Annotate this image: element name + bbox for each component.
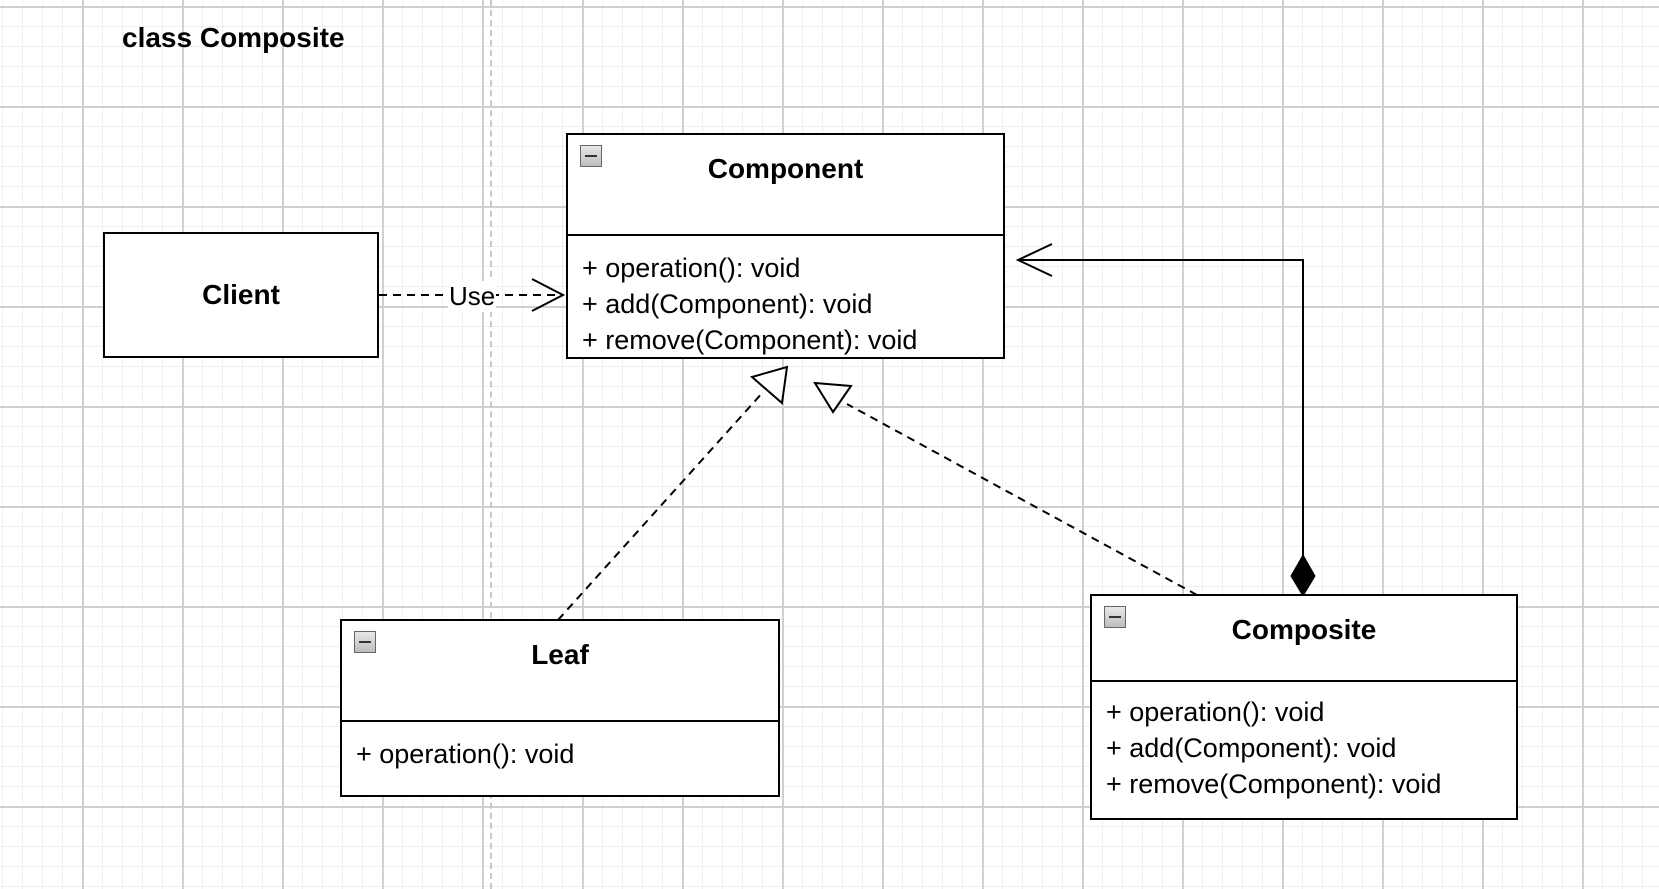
collapse-minus-icon[interactable] [580,145,602,167]
composite-diamond [1290,553,1316,597]
component-operation: + add(Component): void [582,289,873,319]
leaf-realization-arrowhead [749,365,789,405]
diagram-title: class Composite [122,22,345,53]
leaf-operation: + operation(): void [356,739,575,769]
component-class-box[interactable]: Component + operation(): void + add(Comp… [566,133,1005,359]
use-label: Use [448,281,497,312]
composite-operation: + remove(Component): void [1106,769,1442,799]
component-class-header: Component [568,135,1003,236]
composite-class-name: Composite [1231,614,1377,645]
leaf-class-box[interactable]: Leaf + operation(): void [340,619,780,797]
client-class-box[interactable]: Client [103,232,379,358]
composite-aggregation-line [1018,259,1304,560]
component-class-name: Component [707,153,864,184]
composite-realization-line [846,403,1198,596]
leaf-realization-line [557,390,765,621]
composite-class-box[interactable]: Composite + operation(): void + add(Comp… [1090,594,1518,820]
client-class-name: Client [202,279,280,310]
collapse-minus-icon[interactable] [1104,606,1126,628]
composite-realization-arrowhead [813,381,853,414]
composite-aggregation-arrowhead [1015,243,1053,277]
component-operations: + operation(): void + add(Component): vo… [568,236,1003,358]
leaf-class-name: Leaf [531,639,589,670]
composite-operation: + operation(): void [1106,697,1325,727]
component-operation: + remove(Component): void [582,325,918,355]
leaf-operations: + operation(): void [342,722,778,772]
composite-operations: + operation(): void + add(Component): vo… [1092,682,1516,802]
collapse-minus-icon[interactable] [354,631,376,653]
leaf-class-header: Leaf [342,621,778,722]
use-dependency-arrowhead [531,278,566,312]
component-operation: + operation(): void [582,253,801,283]
vertical-guide-line [490,0,492,889]
composite-operation: + add(Component): void [1106,733,1397,763]
composite-class-header: Composite [1092,596,1516,682]
